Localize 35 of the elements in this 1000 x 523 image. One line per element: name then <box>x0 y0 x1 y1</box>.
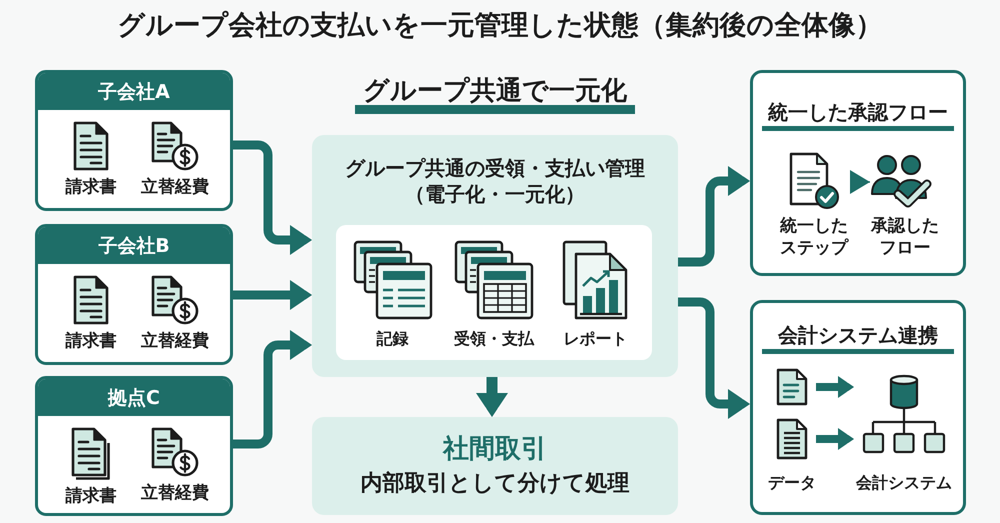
tool-label: 記録 <box>376 329 409 349</box>
section-heading: グループ共通で一元化 <box>355 78 635 114</box>
box-text: 内部取引として分けて処理 <box>360 470 630 498</box>
transaction-box <box>312 417 678 515</box>
panel-title: グループ共通の受領・支払い管理（電子化・一元化） <box>344 155 646 207</box>
system-label: 会計システム <box>856 474 952 492</box>
company-card <box>35 70 233 211</box>
item-label: 請求書 <box>66 331 116 351</box>
item-label: 立替経費 <box>141 177 209 197</box>
card-title: 会計システム連携 <box>762 323 954 354</box>
step-label: 統一したステップ <box>779 215 849 259</box>
box-title: 社間取引 <box>443 434 547 464</box>
diagram-title: グループ会社の支払いを一元管理した状態（集約後の全体像） <box>118 9 882 43</box>
arrow <box>816 428 854 450</box>
card-header: 子会社B <box>38 227 230 264</box>
item-label: 立替経費 <box>141 331 209 351</box>
item-label: 立替経費 <box>141 483 209 503</box>
flow-arrow <box>233 280 312 310</box>
item-label: 請求書 <box>66 486 116 506</box>
feature-card <box>750 70 966 276</box>
company-card <box>35 224 233 365</box>
feature-card <box>750 300 966 515</box>
card-header: 子会社A <box>38 73 230 110</box>
data-label: データ <box>768 474 816 492</box>
company-card <box>35 376 233 516</box>
item-label: 請求書 <box>66 177 116 197</box>
flow-arrow <box>476 377 508 417</box>
tool-label: レポート <box>563 329 628 349</box>
tool-panel <box>336 225 652 360</box>
arrow <box>816 376 854 398</box>
card-title: 統一した承認フロー <box>762 100 954 131</box>
triangle-arrow <box>850 170 870 194</box>
tool-label: 受領・支払 <box>454 329 534 349</box>
card-header: 拠点C <box>38 379 230 416</box>
step-label: 承認したフロー <box>870 215 940 259</box>
